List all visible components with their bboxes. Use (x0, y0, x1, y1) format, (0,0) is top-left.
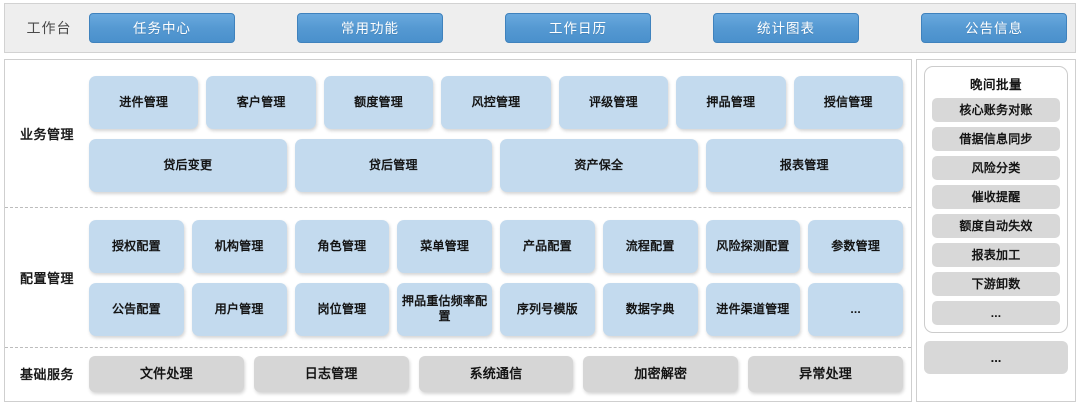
basic-tile-rows: 文件处理 日志管理 系统通信 加密解密 异常处理 (89, 355, 911, 392)
tab-common-functions[interactable]: 常用功能 (297, 13, 443, 43)
tab-statistics-chart[interactable]: 统计图表 (713, 13, 859, 43)
tile-post-loan-management[interactable]: 贷后管理 (294, 138, 492, 192)
batch-item-more[interactable]: ... (932, 301, 1060, 325)
business-tile-rows: 进件管理 客户管理 额度管理 风控管理 评级管理 押品管理 授信管理 贷后变更 … (89, 75, 911, 192)
batch-item-loan-receipt-sync[interactable]: 借据信息同步 (932, 127, 1060, 151)
tile-post-loan-change[interactable]: 贷后变更 (89, 138, 287, 192)
tile-risk-detection-config[interactable]: 风险探测配置 (705, 219, 801, 273)
config-row-1: 授权配置 机构管理 角色管理 菜单管理 产品配置 流程配置 风险探测配置 参数管… (89, 219, 903, 273)
modules-panel: 业务管理 进件管理 客户管理 额度管理 风控管理 评级管理 押品管理 授信管理 … (4, 59, 912, 402)
right-side-panel: 晚间批量 核心账务对账 借据信息同步 风险分类 催收提醒 额度自动失效 报表加工… (916, 59, 1076, 402)
top-navigation-bar: 工作台 任务中心 常用功能 工作日历 统计图表 公告信息 (4, 3, 1076, 53)
section-label-business: 业务管理 (19, 127, 74, 142)
batch-item-downstream-data-unload[interactable]: 下游卸数 (932, 272, 1060, 296)
tile-position-management[interactable]: 岗位管理 (294, 282, 390, 336)
tile-customer-management[interactable]: 客户管理 (206, 75, 316, 129)
tile-product-config[interactable]: 产品配置 (500, 219, 595, 273)
basic-row-1: 文件处理 日志管理 系统通信 加密解密 异常处理 (89, 355, 903, 392)
section-business-management: 业务管理 进件管理 客户管理 额度管理 风控管理 评级管理 押品管理 授信管理 … (5, 60, 911, 207)
tab-announcement[interactable]: 公告信息 (921, 13, 1067, 43)
section-configuration-management: 配置管理 授权配置 机构管理 角色管理 菜单管理 产品配置 流程配置 风险探测配… (5, 207, 911, 347)
page-title: 工作台 (26, 20, 72, 36)
tile-role-management[interactable]: 角色管理 (294, 219, 390, 273)
batch-item-auto-limit-expiry[interactable]: 额度自动失效 (932, 214, 1060, 238)
tile-log-management[interactable]: 日志管理 (253, 355, 409, 392)
tile-report-management[interactable]: 报表管理 (705, 138, 903, 192)
batch-item-report-processing[interactable]: 报表加工 (932, 243, 1060, 267)
tile-risk-control-management[interactable]: 风控管理 (441, 75, 551, 129)
tile-file-processing[interactable]: 文件处理 (89, 355, 244, 392)
tile-menu-management[interactable]: 菜单管理 (397, 219, 492, 273)
batch-item-risk-classification[interactable]: 风险分类 (932, 156, 1060, 180)
night-batch-title: 晚间批量 (969, 78, 1022, 92)
business-row-1: 进件管理 客户管理 额度管理 风控管理 评级管理 押品管理 授信管理 (89, 75, 903, 129)
tile-serial-number-template[interactable]: 序列号模版 (500, 282, 595, 336)
tile-data-dictionary[interactable]: 数据字典 (602, 282, 698, 336)
tile-organization-management[interactable]: 机构管理 (191, 219, 287, 273)
section-label-configuration: 配置管理 (19, 271, 74, 286)
tile-parameter-management[interactable]: 参数管理 (808, 219, 903, 273)
tile-application-channel-management[interactable]: 进件渠道管理 (705, 282, 801, 336)
tile-process-config[interactable]: 流程配置 (602, 219, 698, 273)
tile-system-communication[interactable]: 系统通信 (418, 355, 574, 392)
tile-application-management[interactable]: 进件管理 (89, 75, 199, 129)
tile-collateral-management[interactable]: 押品管理 (676, 75, 786, 129)
tile-credit-granting-management[interactable]: 授信管理 (793, 75, 903, 129)
top-tab-group: 任务中心 常用功能 工作日历 统计图表 公告信息 (87, 4, 1069, 52)
tile-collateral-revaluation-frequency-config[interactable]: 押品重估频率配置 (397, 282, 492, 336)
tab-task-center[interactable]: 任务中心 (89, 13, 235, 43)
business-row-2: 贷后变更 贷后管理 资产保全 报表管理 (89, 138, 903, 192)
right-panel-more-button[interactable]: ... (924, 341, 1068, 374)
tile-encryption-decryption[interactable]: 加密解密 (583, 355, 739, 392)
config-row-2: 公告配置 用户管理 岗位管理 押品重估频率配置 序列号模版 数据字典 进件渠道管… (89, 282, 903, 336)
tile-authorization-config[interactable]: 授权配置 (89, 219, 184, 273)
section-basic-services: 基础服务 文件处理 日志管理 系统通信 加密解密 异常处理 (5, 347, 911, 399)
tile-config-more[interactable]: ... (808, 282, 903, 336)
tile-announcement-config[interactable]: 公告配置 (89, 282, 184, 336)
config-tile-rows: 授权配置 机构管理 角色管理 菜单管理 产品配置 流程配置 风险探测配置 参数管… (89, 219, 911, 336)
tab-work-calendar[interactable]: 工作日历 (505, 13, 651, 43)
batch-item-collection-reminder[interactable]: 催收提醒 (932, 185, 1060, 209)
night-batch-card: 晚间批量 核心账务对账 借据信息同步 风险分类 催收提醒 额度自动失效 报表加工… (924, 66, 1068, 333)
tile-asset-preservation[interactable]: 资产保全 (500, 138, 698, 192)
tile-user-management[interactable]: 用户管理 (191, 282, 287, 336)
tile-rating-management[interactable]: 评级管理 (558, 75, 669, 129)
tile-exception-handling[interactable]: 异常处理 (748, 355, 903, 392)
batch-item-core-account-reconciliation[interactable]: 核心账务对账 (932, 98, 1060, 122)
tile-credit-limit-management[interactable]: 额度管理 (323, 75, 434, 129)
section-label-basic-services: 基础服务 (19, 367, 74, 382)
